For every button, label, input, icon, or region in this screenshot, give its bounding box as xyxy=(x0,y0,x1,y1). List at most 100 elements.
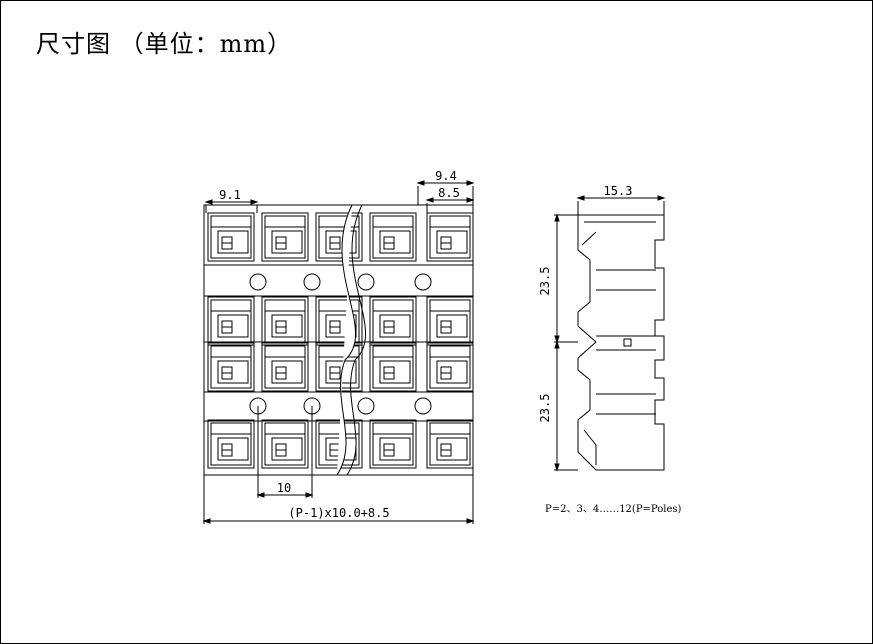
break-fill xyxy=(337,205,356,475)
mounting-hole xyxy=(303,273,321,291)
cell-outline xyxy=(261,342,309,392)
arrow-head xyxy=(305,492,314,498)
screw-window xyxy=(271,314,303,338)
terminal-cell xyxy=(369,212,417,262)
screw-window xyxy=(436,230,468,254)
cell-outline xyxy=(207,212,255,262)
screw-window xyxy=(217,360,249,384)
arrow-head xyxy=(466,180,475,186)
cell-inner xyxy=(210,215,252,259)
cell-inner xyxy=(210,422,252,466)
break-line xyxy=(346,204,366,476)
terminal-cell xyxy=(207,342,255,392)
terminal-cell xyxy=(369,296,417,346)
mounting-hole xyxy=(414,273,432,291)
arrow-head xyxy=(554,340,560,349)
terminal-cell xyxy=(207,212,255,262)
cell-outline xyxy=(369,419,417,469)
cell-outline xyxy=(315,212,363,262)
arrow-head xyxy=(204,199,213,205)
arrow-head xyxy=(554,213,560,222)
dim-label-left-width: 9.1 xyxy=(219,188,241,202)
terminal-cell xyxy=(426,342,474,392)
cell-inner xyxy=(318,345,360,389)
cell-outline xyxy=(261,212,309,262)
terminal-cell xyxy=(369,419,417,469)
cell-outline xyxy=(369,342,417,392)
side-detail xyxy=(583,429,597,465)
cell-outline xyxy=(207,419,255,469)
mounting-hole xyxy=(357,397,375,415)
screw-window xyxy=(379,360,411,384)
cell-inner xyxy=(318,215,360,259)
arrow-head xyxy=(425,197,434,203)
terminal-cell xyxy=(426,419,474,469)
terminal-cell xyxy=(261,342,309,392)
cell-outline xyxy=(315,342,363,392)
side-detail xyxy=(581,221,656,415)
arrow-head xyxy=(554,335,560,344)
screw-window xyxy=(325,230,357,254)
arrow-head xyxy=(416,180,425,186)
terminal-cell xyxy=(261,419,309,469)
cell-outline xyxy=(207,342,255,392)
mounting-hole xyxy=(249,273,267,291)
dim-label-right-outer: 9.4 xyxy=(435,169,457,183)
front-view xyxy=(202,180,475,524)
screw-window xyxy=(217,230,249,254)
terminal-cell xyxy=(207,419,255,469)
cell-inner xyxy=(210,345,252,389)
terminal-cell xyxy=(426,296,474,346)
dim-label-overall: (P-1)x10.0+8.5 xyxy=(288,506,389,520)
screw-window xyxy=(271,230,303,254)
arrow-head xyxy=(466,197,475,203)
cell-outline xyxy=(207,296,255,346)
screw-window xyxy=(217,437,249,461)
terminal-cell xyxy=(369,342,417,392)
dim-label-side-width: 15.3 xyxy=(604,184,633,198)
cell-outline xyxy=(369,296,417,346)
arrow-head xyxy=(576,195,585,201)
drawing-title: 尺寸图 （单位：mm） xyxy=(36,30,293,58)
side-view xyxy=(554,195,666,472)
arrow-head xyxy=(466,518,475,524)
arrow-head xyxy=(202,518,211,524)
side-latch xyxy=(623,338,632,347)
cell-inner xyxy=(264,215,306,259)
cell-inner xyxy=(372,422,414,466)
cell-inner xyxy=(264,345,306,389)
cell-outline xyxy=(261,419,309,469)
screw-window xyxy=(379,314,411,338)
dim-label-pitch: 10 xyxy=(277,481,291,495)
dim-label-side-height-bottom: 23.5 xyxy=(538,394,552,423)
screw-window xyxy=(436,437,468,461)
arrow-head xyxy=(554,463,560,472)
screw-window xyxy=(436,360,468,384)
screw-window xyxy=(217,314,249,338)
arrow-head xyxy=(256,492,265,498)
cell-inner xyxy=(429,345,471,389)
terminal-cell xyxy=(207,296,255,346)
screw-window xyxy=(325,314,357,338)
break-line xyxy=(336,204,356,476)
cell-outline xyxy=(369,212,417,262)
dim-label-side-height-top: 23.5 xyxy=(538,267,552,296)
arrow-head xyxy=(657,195,666,201)
poles-note: P=2、3、4……12(P=Poles) xyxy=(545,504,682,515)
cell-inner xyxy=(429,422,471,466)
cell-outline xyxy=(261,296,309,346)
screw-window xyxy=(379,437,411,461)
cell-inner xyxy=(372,345,414,389)
mounting-hole xyxy=(414,397,432,415)
screw-window xyxy=(271,360,303,384)
cell-inner xyxy=(264,422,306,466)
cell-inner xyxy=(429,215,471,259)
terminal-cell xyxy=(315,212,363,262)
cell-outline xyxy=(315,296,363,346)
screw-window xyxy=(436,314,468,338)
terminal-cell xyxy=(261,296,309,346)
dim-label-right-inner: 8.5 xyxy=(438,186,460,200)
arrow-head xyxy=(250,199,259,205)
